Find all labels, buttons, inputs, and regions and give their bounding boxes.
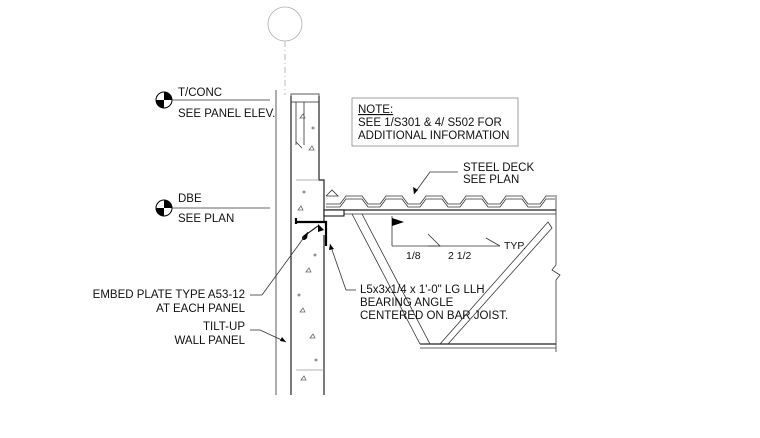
embed-plate-label-2: AT EACH PANEL xyxy=(156,303,245,315)
grid-bubble xyxy=(267,6,303,95)
bar-joist xyxy=(326,195,561,352)
bearing-angle-leader xyxy=(329,243,356,291)
elevation-marker-dbe xyxy=(155,199,270,217)
note-line-1: SEE 1/S301 & 4/ S502 FOR xyxy=(358,117,502,129)
bearing-angle-label-3: CENTERED ON BAR JOIST. xyxy=(360,310,508,322)
weld-note: TYP. xyxy=(504,240,526,252)
steel-deck-label-2: SEE PLAN xyxy=(463,174,519,186)
tilt-up-leader xyxy=(250,329,287,343)
weld-size: 1/8 xyxy=(406,250,421,262)
steel-deck-label-1: STEEL DECK xyxy=(463,162,534,174)
embed-plate-leader xyxy=(250,231,309,296)
steel-deck-leader xyxy=(413,171,458,195)
note-box: NOTE: SEE 1/S301 & 4/ S502 FOR ADDITIONA… xyxy=(351,97,519,147)
weld-symbol xyxy=(391,216,501,247)
elevation-tconc-note: SEE PANEL ELEV. xyxy=(178,108,275,120)
elevation-dbe-note: SEE PLAN xyxy=(178,213,234,225)
note-line-2: ADDITIONAL INFORMATION xyxy=(358,130,509,142)
embed-plate-label-1: EMBED PLATE TYPE A53-12 xyxy=(93,289,245,301)
bearing-angle-label-2: BEARING ANGLE xyxy=(360,297,454,309)
elevation-marker-tconc xyxy=(155,91,270,109)
weld-length: 2 1/2 xyxy=(448,250,472,262)
elevation-dbe-name: DBE xyxy=(178,193,202,205)
steel-deck xyxy=(325,189,555,208)
tilt-up-label-1: TILT-UP xyxy=(203,321,245,333)
bearing-angle-label-1: L5x3x1/4 x 1'-0" LG LLH xyxy=(360,284,485,296)
note-title: NOTE: xyxy=(358,104,393,116)
tilt-up-panel xyxy=(275,90,325,395)
bearing-angle xyxy=(294,209,345,246)
elevation-tconc-name: T/CONC xyxy=(178,87,222,99)
tilt-up-label-2: WALL PANEL xyxy=(174,335,245,347)
